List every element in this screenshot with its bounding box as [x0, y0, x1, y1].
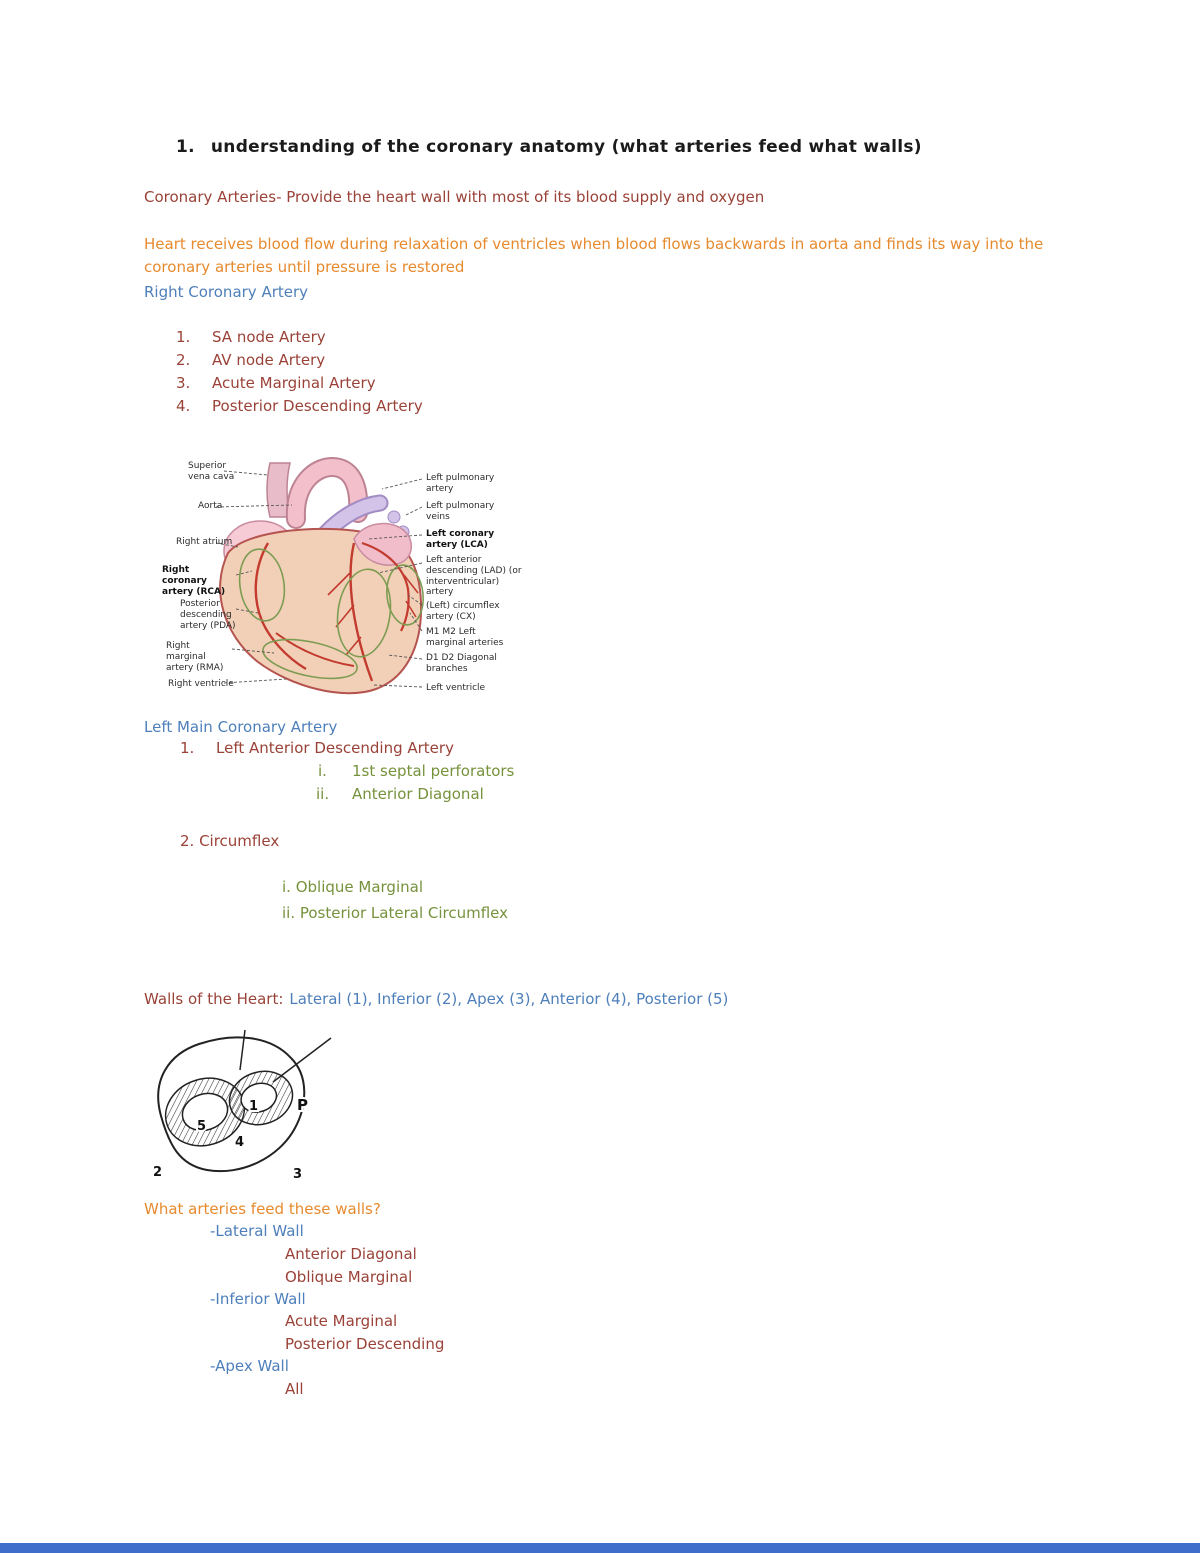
- list-label: Anterior Diagonal: [352, 785, 484, 803]
- rca-title: Right Coronary Artery: [144, 283, 309, 301]
- walls-sketch-drawing: 1 2 3 4 5 P: [151, 1029, 332, 1184]
- list-label: SA node Artery: [212, 328, 326, 346]
- rca-list-item: 3. Acute Marginal Artery: [176, 374, 376, 392]
- rca-list-item: 4. Posterior Descending Artery: [176, 397, 423, 415]
- lmca-item-lad: 1. Left Anterior Descending Artery: [180, 739, 454, 757]
- list-label: Left Anterior Descending Artery: [216, 739, 454, 757]
- circumflex-sub-item: i. Oblique Marginal: [282, 878, 423, 896]
- list-number: 1.: [180, 739, 195, 757]
- lad-sub-item: ii. Anterior Diagonal: [316, 785, 484, 803]
- fig-label-right-atrium: Right atrium: [176, 537, 233, 547]
- flow-note: Heart receives blood flow during relaxat…: [144, 235, 1044, 276]
- coronary-definition: Coronary Arteries- Provide the heart wal…: [144, 188, 765, 206]
- wall-number-2: 2: [153, 1165, 162, 1180]
- fig-label-svc: Superior vena cava: [188, 461, 235, 482]
- fig-label-diagonal-branches: D1 D2 Diagonal branches: [426, 653, 497, 674]
- section-heading: 1. understanding of the coronary anatomy …: [176, 137, 922, 157]
- wall-number-4: 4: [235, 1135, 244, 1150]
- feed-question: What arteries feed these walls?: [144, 1200, 381, 1218]
- wall-number-1: 1: [249, 1099, 258, 1114]
- list-number: i.: [318, 762, 327, 780]
- list-label: Acute Marginal Artery: [212, 374, 376, 392]
- heading-number: 1.: [176, 137, 195, 157]
- feed-wall-lateral: -Lateral Wall: [210, 1222, 304, 1240]
- rca-list-item: 1. SA node Artery: [176, 328, 326, 346]
- circumflex-sub-item: ii. Posterior Lateral Circumflex: [282, 904, 509, 922]
- fig-label-aorta: Aorta: [198, 501, 223, 511]
- list-number: 1.: [176, 328, 191, 346]
- rca-list-item: 2. AV node Artery: [176, 351, 325, 369]
- list-label: Posterior Descending Artery: [212, 397, 423, 415]
- fig-label-left-pulmonary-artery: Left pulmonary artery: [426, 473, 495, 494]
- feed-artery: Anterior Diagonal: [285, 1245, 417, 1263]
- lmca-item-circumflex: 2. Circumflex: [180, 832, 280, 850]
- wall-number-5: 5: [197, 1119, 206, 1134]
- fig-label-lca: Left coronary artery (LCA): [426, 529, 495, 550]
- fig-label-pda: Posterior descending artery (PDA): [180, 599, 236, 631]
- footer-bar: [0, 1543, 1200, 1553]
- walls-list: Lateral (1), Inferior (2), Apex (3), Ant…: [289, 990, 729, 1008]
- walls-label: Walls of the Heart:: [144, 990, 284, 1008]
- fig-label-left-marginal: M1 M2 Left marginal arteries: [426, 627, 504, 648]
- list-label: AV node Artery: [212, 351, 326, 369]
- list-number: 2.: [176, 351, 191, 369]
- lad-sub-item: i. 1st septal perforators: [318, 762, 514, 780]
- walls-line: Walls of the Heart: Lateral (1), Inferior…: [144, 988, 728, 1011]
- fig-label-rca: Right coronary artery (RCA): [162, 565, 226, 597]
- heart-walls-sketch: 1 2 3 4 5 P: [145, 1028, 335, 1186]
- list-number: 3.: [176, 374, 191, 392]
- feed-artery: Oblique Marginal: [285, 1268, 413, 1286]
- lmca-title: Left Main Coronary Artery: [144, 718, 338, 736]
- fig-label-left-ventricle: Left ventricle: [426, 683, 486, 693]
- feed-wall-inferior: -Inferior Wall: [210, 1290, 306, 1308]
- heart-anatomy-figure: Superior vena cava Aorta Right atrium Ri…: [158, 455, 533, 707]
- list-number: 4.: [176, 397, 191, 415]
- fig-label-lad: Left anterior descending (LAD) (or inter…: [426, 555, 522, 598]
- heading-text: understanding of the coronary anatomy (w…: [210, 137, 922, 157]
- fig-label-left-pulmonary-veins: Left pulmonary veins: [426, 501, 495, 522]
- list-number: ii.: [316, 785, 330, 803]
- heart-illustration: [215, 456, 424, 695]
- fig-label-rma: Right marginal artery (RMA): [166, 641, 224, 673]
- feed-artery: Posterior Descending: [285, 1335, 445, 1353]
- wall-number-3: 3: [293, 1167, 302, 1182]
- feed-artery: Acute Marginal: [285, 1312, 398, 1330]
- wall-label-p: P: [297, 1096, 308, 1114]
- feed-artery: All: [285, 1380, 304, 1398]
- feed-wall-apex: -Apex Wall: [210, 1357, 289, 1375]
- fig-label-right-ventricle: Right ventricle: [168, 679, 234, 689]
- list-label: 1st septal perforators: [352, 762, 515, 780]
- fig-label-circumflex: (Left) circumflex artery (CX): [426, 601, 500, 622]
